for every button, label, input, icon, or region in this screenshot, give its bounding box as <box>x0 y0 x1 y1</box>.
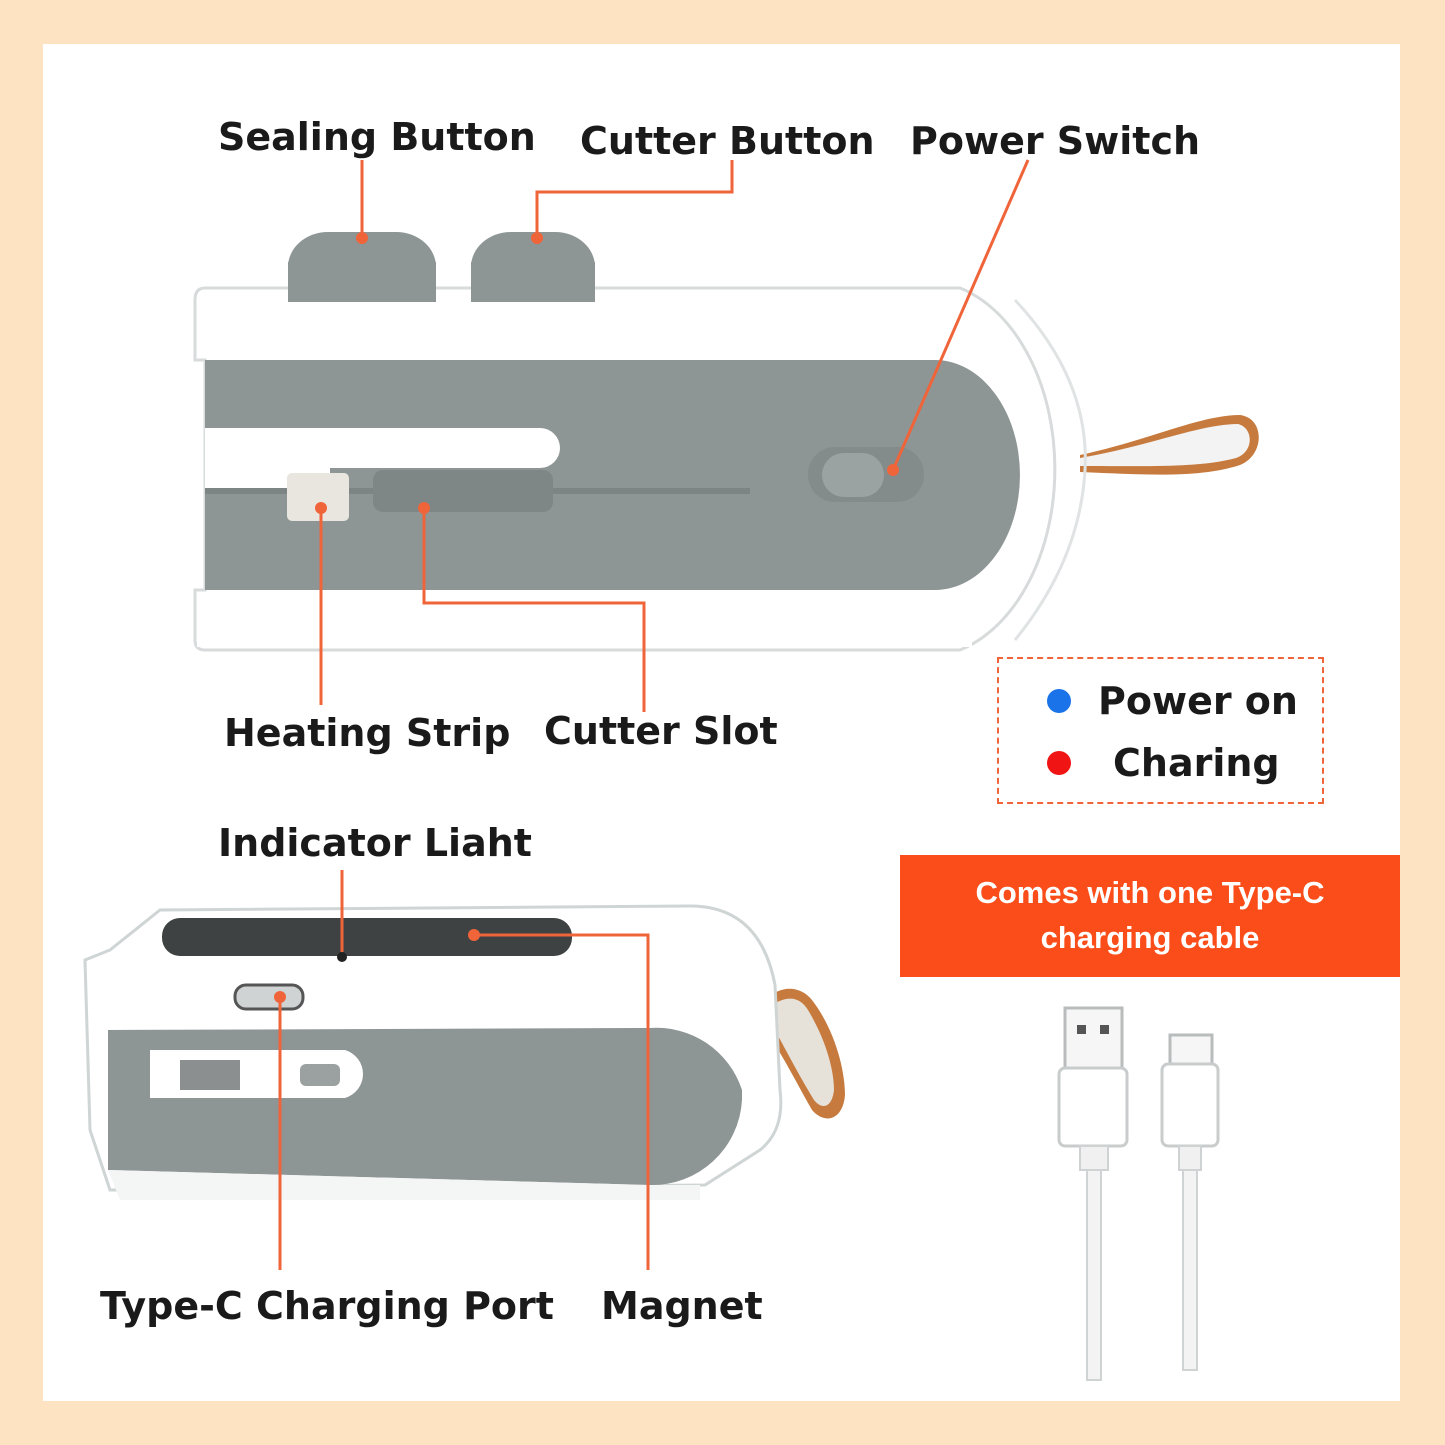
legend-item-power-on: Power on <box>1047 679 1298 723</box>
magnet-pad <box>162 918 572 956</box>
legend-item-charging: Charing <box>1047 741 1280 785</box>
banner-line-2: charging cable <box>1040 920 1260 955</box>
leader-cutter-button <box>535 160 734 238</box>
banner-line-1: Comes with one Type-C <box>975 875 1325 911</box>
red-dot-icon <box>1047 751 1071 775</box>
legend-label-power-on: Power on <box>1098 679 1298 723</box>
sealer-angled-view <box>83 904 845 1200</box>
indicator-light-dot <box>337 952 347 962</box>
leader-cutter-slot <box>422 508 646 712</box>
leader-power <box>891 159 1030 471</box>
label-power-switch: Power Switch <box>910 119 1201 163</box>
label-sealing-button: Sealing Button <box>218 115 536 159</box>
label-magnet: Magnet <box>601 1284 763 1328</box>
leader-dots <box>274 232 899 1003</box>
sealing-button-part <box>288 232 436 302</box>
leader-lines <box>278 159 1030 1270</box>
cutter-button-part <box>471 232 595 302</box>
usb-a-connector <box>1063 1006 1124 1074</box>
type-c-port-part <box>233 983 305 1011</box>
heating-strip-part <box>287 473 349 521</box>
blue-dot-icon <box>1047 689 1071 713</box>
label-cutter-button: Cutter Button <box>580 119 875 163</box>
label-type-c-port: Type-C Charging Port <box>100 1284 554 1328</box>
sealer-gray-body <box>205 360 1020 590</box>
legend-label-charging: Charing <box>1113 741 1280 785</box>
usb-cable-illustration <box>1057 1006 1220 1381</box>
cutter-slot-part <box>373 470 553 512</box>
cable-included-banner: Comes with one Type-C charging cable <box>900 855 1400 977</box>
label-heating-strip: Heating Strip <box>224 711 511 755</box>
label-cutter-slot: Cutter Slot <box>544 709 778 753</box>
label-indicator-light: Indicator Liaht <box>218 821 532 865</box>
sealer-side-view <box>193 232 1259 652</box>
indicator-legend: Power on Charing <box>997 657 1324 804</box>
leader-magnet <box>474 933 650 1270</box>
